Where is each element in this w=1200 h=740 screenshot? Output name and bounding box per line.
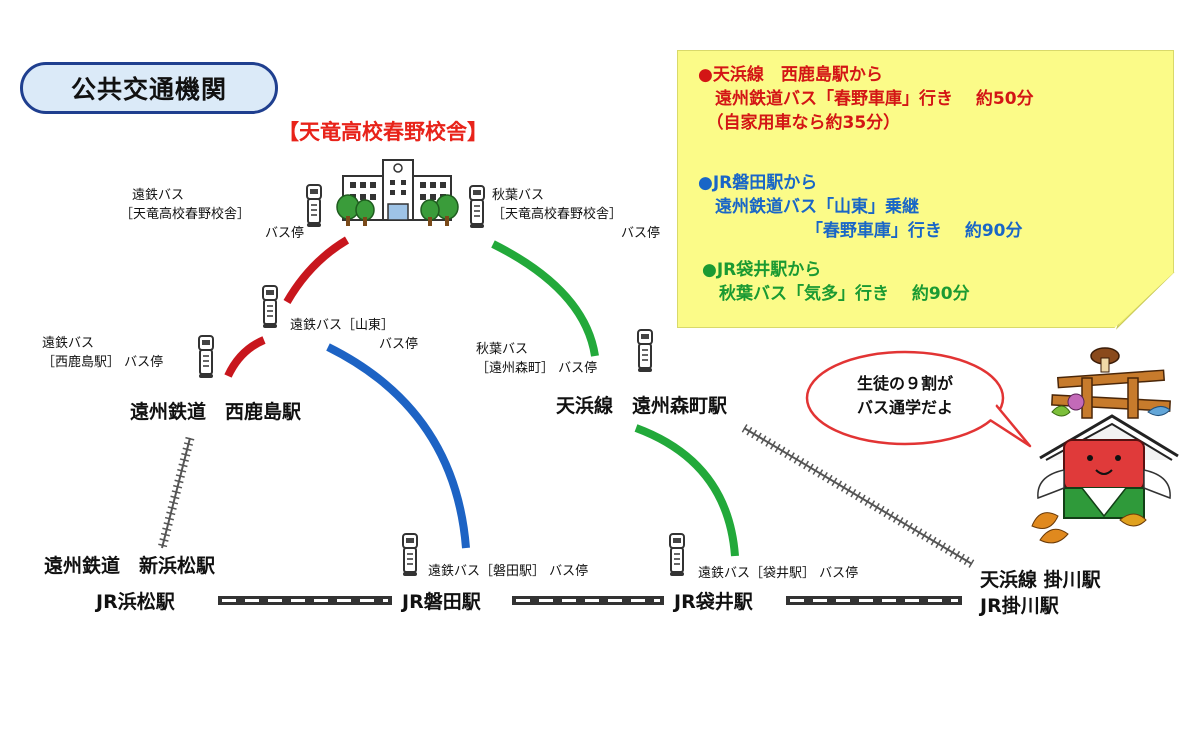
bus-stop-icon xyxy=(469,185,485,229)
school-title: 【天竜高校春野校舎】 xyxy=(278,120,488,144)
bus-stop-label-entetsu-school: 遠鉄バス ［天竜高校春野校舎］ バス停 xyxy=(120,188,304,241)
green-route-upper xyxy=(491,240,599,357)
bus-stop-icon xyxy=(306,184,322,228)
note-blue-line-2: 遠州鉄道バス「山東」乗継 xyxy=(698,197,919,217)
bus-stop-icon xyxy=(262,285,278,329)
bus-stop-label-entetsu-nishikajima: 遠鉄バス ［西鹿島駅］ バス停 xyxy=(42,336,164,370)
bus-stop-label-akiba-morimachi: 秋葉バス ［遠州森町］ バス停 xyxy=(476,342,598,376)
station-kakegawa-jr: JR掛川駅 xyxy=(980,595,1059,617)
station-kakegawa-tenhama: 天浜線 掛川駅 xyxy=(980,569,1101,591)
note-red-line-2: 遠州鉄道バス「春野車庫」行き 約50分 xyxy=(698,89,1034,109)
rail-entetsu xyxy=(157,436,195,550)
bus-stop-label-akiba-school: 秋葉バス ［天竜高校春野校舎］ バス停 xyxy=(492,188,660,241)
bus-stop-icon xyxy=(637,329,653,373)
station-hamamatsu: JR浜松駅 xyxy=(96,591,175,613)
rail-tenhama xyxy=(741,424,975,568)
page-title: 公共交通機関 xyxy=(20,62,278,114)
red-route-upper xyxy=(283,236,350,304)
station-iwata: JR磐田駅 xyxy=(402,591,481,613)
access-info-note: ●天浜線 西鹿島駅から 遠州鉄道バス「春野車庫」行き 約50分 （自家用車なら約… xyxy=(677,50,1174,328)
bus-stop-icon xyxy=(402,533,418,577)
jr-line xyxy=(218,596,962,605)
station-morimachi: 天浜線 遠州森町駅 xyxy=(556,395,728,417)
bus-stop-label-entetsu-santo: 遠鉄バス［山東］ バス停 xyxy=(290,318,418,352)
station-fukuroi: JR袋井駅 xyxy=(674,591,753,613)
bus-stop-label-entetsu-iwata: 遠鉄バス［磐田駅］ バス停 xyxy=(428,564,589,579)
station-nishikajima: 遠州鉄道 西鹿島駅 xyxy=(130,401,302,423)
bus-stop-icon xyxy=(669,533,685,577)
note-red-line-3: （自家用車なら約35分） xyxy=(698,113,901,133)
bus-stop-label-entetsu-fukuroi: 遠鉄バス［袋井駅］ バス停 xyxy=(698,566,859,581)
note-blue-line-1: ●JR磐田駅から xyxy=(698,173,818,193)
speech-bubble-shape xyxy=(805,350,1032,448)
blue-route xyxy=(326,343,470,549)
speech-bubble-text: 生徒の９割が バス通学だよ xyxy=(856,374,953,417)
station-shinhamamatsu: 遠州鉄道 新浜松駅 xyxy=(44,555,216,577)
green-route-lower xyxy=(634,424,739,557)
note-green-line-2: 秋葉バス「気多」行き 約90分 xyxy=(702,284,970,304)
mascot-character-icon xyxy=(1031,347,1179,544)
note-green-line-1: ●JR袋井駅から xyxy=(702,260,822,280)
note-blue-line-3: 「春野車庫」行き 約90分 xyxy=(698,221,1023,241)
school-building-icon xyxy=(336,159,459,226)
note-red-line-1: ●天浜線 西鹿島駅から xyxy=(698,65,883,85)
red-route-lower xyxy=(224,336,266,378)
